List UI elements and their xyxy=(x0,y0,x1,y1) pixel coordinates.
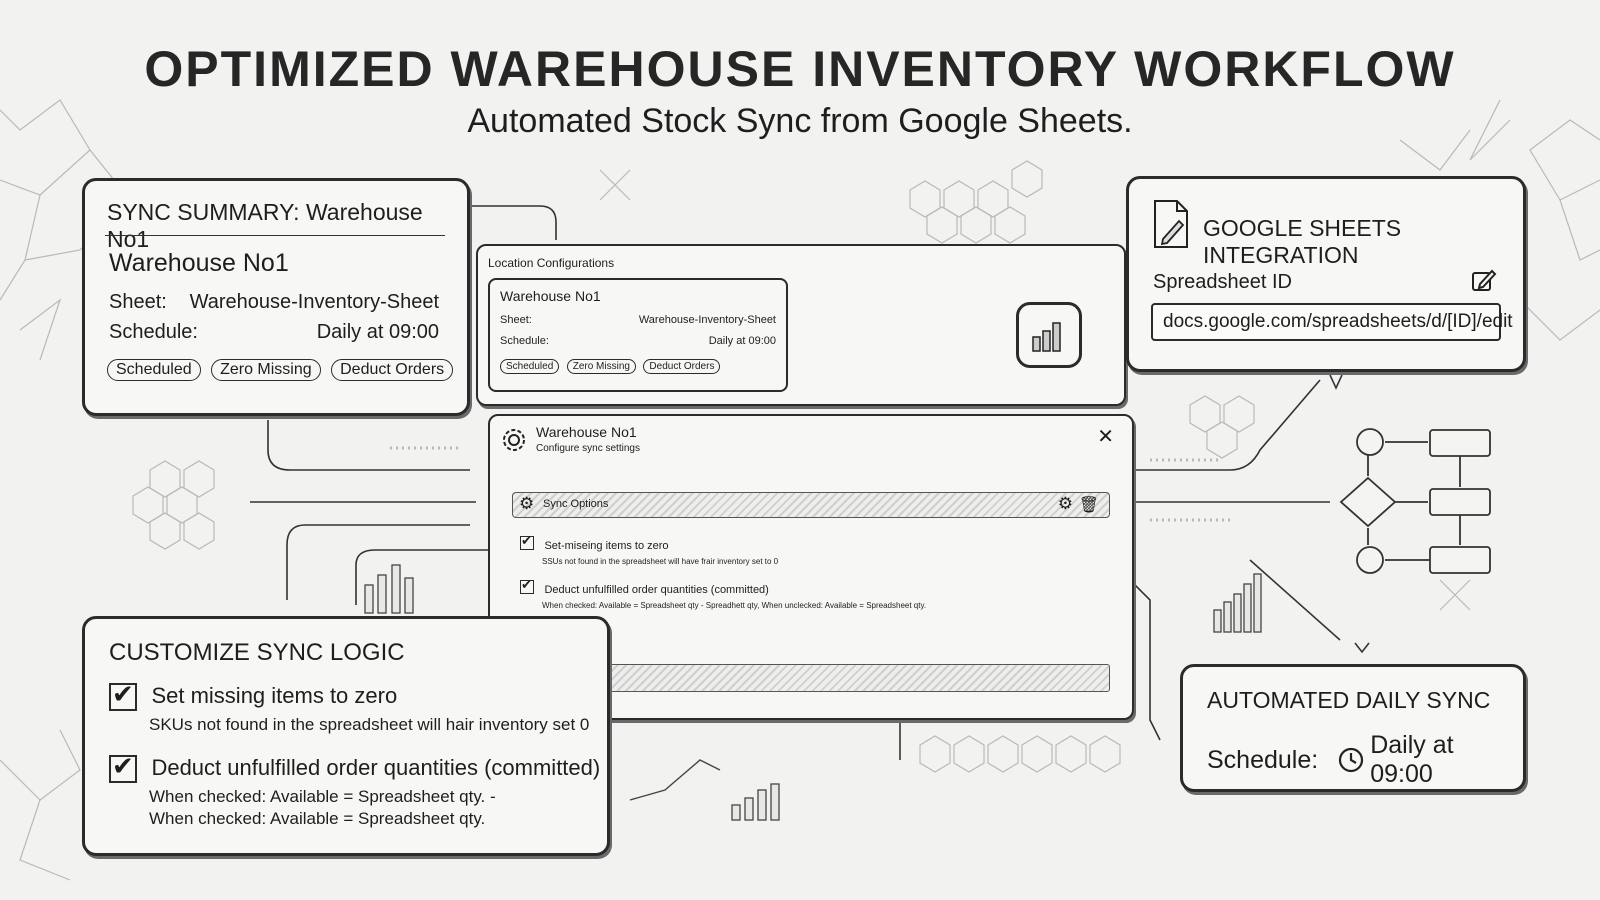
page-title: OPTIMIZED WAREHOUSE INVENTORY WORKFLOW xyxy=(144,41,1456,97)
spreadsheet-id-input[interactable]: docs.google.com/spreadsheets/d/[ID]/edit xyxy=(1151,303,1513,341)
location-config-heading: Location Configurations xyxy=(488,256,615,270)
sync-options-bar[interactable]: ⚙ Sync Options ⚙ 🗑 xyxy=(512,492,1110,518)
sheet-value: Warehouse-Inventory-Sheet xyxy=(189,291,439,313)
daily-sync-card: AUTOMATED DAILY SYNC Schedule: Daily at … xyxy=(1180,664,1526,792)
spreadsheet-doc-icon xyxy=(1153,199,1189,249)
location-sheet-value: Warehouse-Inventory-Sheet xyxy=(638,314,776,326)
location-schedule-label: Schedule: xyxy=(500,335,549,347)
location-schedule-value: Daily at 09:00 xyxy=(708,335,776,347)
sync-summary-card: SYNC SUMMARY: Warehouse No1 Warehouse No… xyxy=(82,178,470,416)
option-zero-missing-checkbox[interactable] xyxy=(520,533,534,550)
settings-gear-icon[interactable]: ⚙ xyxy=(1057,494,1073,513)
gear-icon xyxy=(500,426,528,454)
logic-deduct-orders-checkbox[interactable] xyxy=(109,751,137,783)
customize-logic-card: CUSTOMIZE SYNC LOGIC Set missing items t… xyxy=(82,616,610,856)
location-tag-scheduled: Scheduled xyxy=(500,359,560,374)
logic-zero-missing-desc: SKUs not found in the spreadsheet will h… xyxy=(149,715,590,734)
dialog-subtitle: Configure sync settings xyxy=(536,443,640,454)
google-sheets-card: GOOGLE SHEETS INTEGRATION Spreadsheet ID… xyxy=(1126,176,1526,372)
location-sheet-label: Sheet: xyxy=(500,314,532,326)
logic-deduct-orders-desc-1: When checked: Available = Spreadsheet qt… xyxy=(149,787,496,806)
schedule-label: Schedule: xyxy=(109,321,198,343)
location-warehouse: Warehouse No1 xyxy=(500,288,601,304)
logic-zero-missing-checkbox[interactable] xyxy=(109,679,137,711)
logic-deduct-orders-label: Deduct unfulfilled order quantities (com… xyxy=(151,755,601,780)
logic-deduct-orders-desc-2: When checked: Available = Spreadsheet qt… xyxy=(149,809,486,828)
location-tag-zero-missing: Zero Missing xyxy=(566,359,636,374)
edit-icon[interactable] xyxy=(1471,267,1497,293)
close-icon[interactable]: ✕ xyxy=(1097,426,1114,448)
sheet-label: Sheet: xyxy=(109,291,167,313)
option-deduct-orders-label: Deduct unfulfilled order quantities (com… xyxy=(544,584,769,596)
dialog-title: Warehouse No1 xyxy=(536,424,637,440)
tag-scheduled: Scheduled xyxy=(107,359,201,381)
clock-icon xyxy=(1338,747,1364,773)
sync-summary-warehouse: Warehouse No1 xyxy=(109,249,289,277)
bar-chart-icon xyxy=(1016,302,1082,368)
google-sheets-heading: GOOGLE SHEETS INTEGRATION xyxy=(1203,215,1402,268)
location-config-item[interactable]: Warehouse No1 Sheet: Warehouse-Inventory… xyxy=(488,278,788,392)
dialog-footer-bar xyxy=(590,664,1110,692)
daily-sync-heading: AUTOMATED DAILY SYNC xyxy=(1207,687,1491,713)
option-zero-missing-desc: SSUs not found in the spreadsheet will h… xyxy=(542,557,779,566)
sync-summary-heading: SYNC SUMMARY: Warehouse No1 xyxy=(107,199,423,252)
logic-zero-missing-label: Set missing items to zero xyxy=(151,683,398,708)
schedule-value: Daily at 09:00 xyxy=(316,321,439,343)
spreadsheet-id-label: Spreadsheet ID xyxy=(1153,271,1292,293)
daily-sync-schedule-value: Daily at 09:00 xyxy=(1370,731,1454,788)
option-deduct-orders-desc: When checked: Available = Spreadsheet qt… xyxy=(542,601,927,610)
trash-icon[interactable]: 🗑 xyxy=(1078,497,1099,514)
tag-zero-missing: Zero Missing xyxy=(211,359,321,381)
customize-logic-heading: CUSTOMIZE SYNC LOGIC xyxy=(109,639,405,666)
option-deduct-orders-checkbox[interactable] xyxy=(520,577,534,594)
option-zero-missing-label: Set-miseing items to zero xyxy=(544,540,669,552)
location-tag-deduct-orders: Deduct Orders xyxy=(643,359,721,374)
daily-sync-schedule-label: Schedule: xyxy=(1207,745,1319,774)
page-subtitle: Automated Stock Sync from Google Sheets. xyxy=(467,102,1133,140)
tag-deduct-orders: Deduct Orders xyxy=(331,359,454,381)
sync-options-gear-icon: ⚙ xyxy=(519,494,535,513)
sync-options-label: Sync Options xyxy=(543,498,609,510)
